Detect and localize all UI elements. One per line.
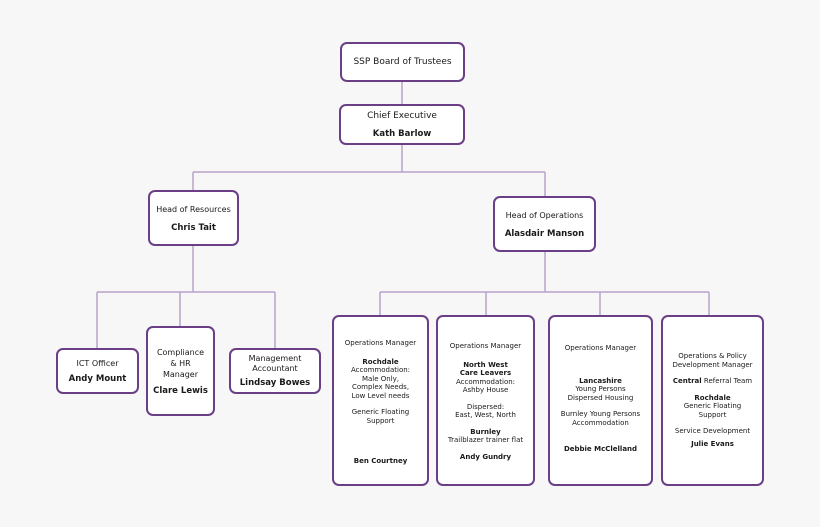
ops4-box: Operations & Policy Development Manager … <box>661 315 764 486</box>
compliance-title-3: Manager <box>162 369 199 379</box>
ops1-line-5: Generic Floating <box>351 408 410 416</box>
accountant-box: Management Accountant Lindsay Bowes <box>229 348 321 394</box>
ops4-title-2: Development Manager <box>672 360 753 369</box>
resources-box: Head of Resources Chris Tait <box>148 190 239 246</box>
ops1-line-1: Accommodation: <box>350 366 411 374</box>
resources-name: Chris Tait <box>171 222 216 233</box>
ops2-place-1: North West <box>463 360 508 369</box>
ops2-box: Operations Manager North West Care Leave… <box>436 315 535 486</box>
ops1-name: Ben Courtney <box>353 457 408 465</box>
ops1-place: Rochdale <box>362 357 399 366</box>
ops3-line-4: Accommodation <box>572 418 629 427</box>
compliance-name: Clare Lewis <box>153 385 208 396</box>
accountant-name: Lindsay Bowes <box>239 378 311 388</box>
ops4-line-2: Support <box>698 410 727 419</box>
ops1-line-2: Male Only, <box>361 374 400 383</box>
ops4-name: Julie Evans <box>691 439 734 448</box>
ops4-place: Rochdale <box>694 393 731 402</box>
ops3-line-3: Burnley Young Persons <box>560 410 641 418</box>
ops1-title: Operations Manager <box>344 339 417 347</box>
board-box: SSP Board of Trustees <box>340 42 465 82</box>
ops3-place: Lancashire <box>579 376 622 385</box>
ops4-central: Central Referral Team <box>673 377 752 386</box>
ops3-line-1: Young Persons <box>575 385 626 393</box>
board-title: SSP Board of Trustees <box>353 56 452 67</box>
ops4-line-3: Service Development <box>674 427 751 435</box>
ops1-line-6: Support <box>366 416 395 425</box>
accountant-title-1: Management <box>248 354 302 363</box>
ops1-box: Operations Manager Rochdale Accommodatio… <box>332 315 429 486</box>
ict-name: Andy Mount <box>68 374 127 384</box>
resources-title: Head of Resources <box>156 204 231 214</box>
compliance-title-2: & HR <box>170 358 191 368</box>
ops3-box: Operations Manager Lancashire Young Pers… <box>548 315 653 486</box>
accountant-title-2: Accountant <box>252 364 298 373</box>
ict-box: ICT Officer Andy Mount <box>56 348 139 394</box>
ops4-title-1: Operations & Policy <box>678 352 747 360</box>
ops2-place-3: Burnley <box>470 427 501 436</box>
ops3-title: Operations Manager <box>564 344 637 352</box>
compliance-title-1: Compliance <box>156 347 205 357</box>
ict-title: ICT Officer <box>76 359 119 368</box>
ops2-line-2: Ashby House <box>462 386 509 394</box>
ops2-place-2: Care Leavers <box>459 369 512 377</box>
ops2-line-5: Trailblazer trainer flat <box>447 436 524 444</box>
ops2-line-1: Accommodation: <box>455 377 516 386</box>
operations-box: Head of Operations Alasdair Manson <box>493 196 596 252</box>
operations-title: Head of Operations <box>505 210 584 220</box>
ceo-name: Kath Barlow <box>372 128 432 139</box>
ops1-line-4: Low Level needs <box>351 391 410 400</box>
ops4-central-bold: Central <box>672 377 702 385</box>
ops4-line-1: Generic Floating <box>683 402 742 410</box>
ops2-line-3: Dispersed: <box>466 402 505 411</box>
ops2-title: Operations Manager <box>449 342 522 350</box>
ops4-central-rest: Referral Team <box>701 377 753 385</box>
operations-name: Alasdair Manson <box>504 228 585 239</box>
ops2-line-4: East, West, North <box>455 411 516 419</box>
ceo-box: Chief Executive Kath Barlow <box>339 104 465 145</box>
compliance-box: Compliance & HR Manager Clare Lewis <box>146 326 215 416</box>
ops2-name: Andy Gundry <box>459 452 512 461</box>
ceo-title: Chief Executive <box>367 110 437 121</box>
ops1-line-3: Complex Needs, <box>351 383 410 391</box>
ops3-line-2: Dispersed Housing <box>567 393 634 402</box>
ops3-name: Debbie McClelland <box>563 445 638 453</box>
